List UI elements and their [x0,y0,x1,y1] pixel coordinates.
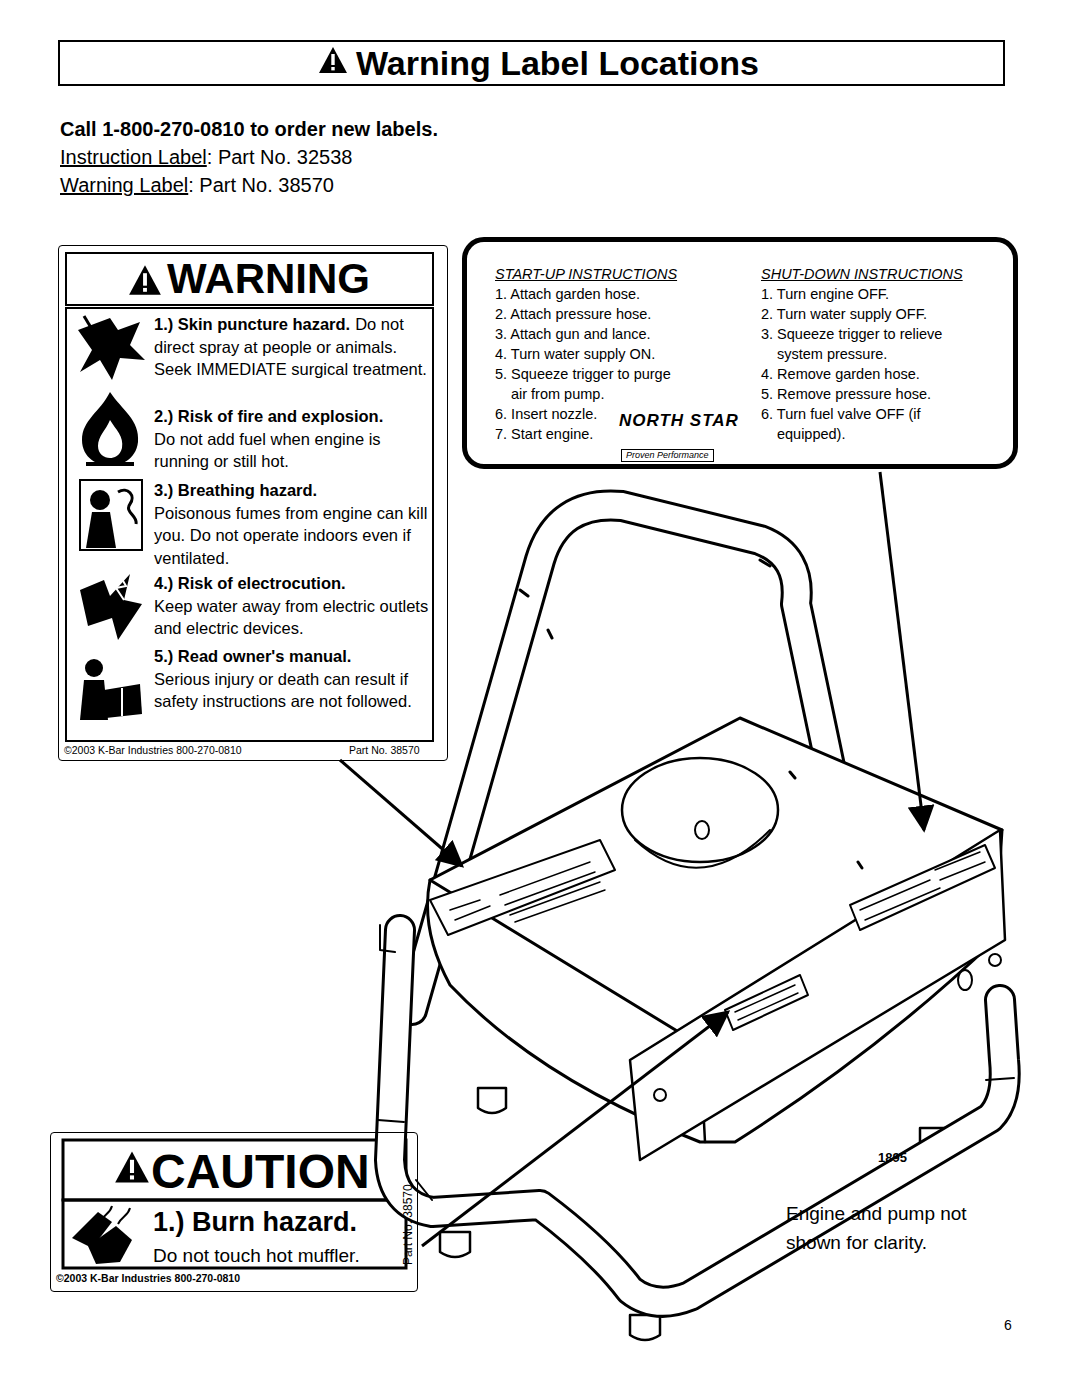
label-text: Part No. 38570 [401,1184,415,1265]
label-text: 5. Squeeze trigger to purge air from pum… [495,366,671,402]
warning-triangle [129,265,161,294]
node-text: ©2003 K-Bar Industries 800-270-0810 [64,744,242,757]
label-text: 4. Turn water supply ON. [495,346,655,362]
label-text: Call 1-800-270-0810 to order new labels. [60,118,438,140]
burn-icon [72,1206,132,1264]
node-text: 4. Remove garden hose. [761,364,1001,384]
warning-label-frame [66,253,433,741]
node-text: 6. Insert nozzle. [495,404,617,424]
label-text: ©2003 K-Bar Industries 800-270-0810 [64,744,242,756]
label-text: WARNING [167,255,370,302]
label-text: Poisonous fumes from engine can kill you… [154,502,433,570]
node-text: SHUT-DOWN INSTRUCTIONS [761,264,963,284]
label-text: 5.) Read owner's manual. [154,645,433,668]
leader-arrows [340,472,924,1246]
page-label: 1895 [878,1150,907,1166]
label-text: Do not add fuel when engine is running o… [154,428,433,473]
node-text: 6. Turn fuel valve OFF (if equipped). [761,404,959,444]
label-text: Warning Label Locations [356,44,759,82]
node-text: 2. Attach pressure hose. [495,304,715,324]
node-text: 2.) Risk of fire and explosion.Do not ad… [154,405,433,473]
label-text: : Part No. 32538 [207,146,353,168]
node-text: START-UP INSTRUCTIONS [495,264,677,284]
label-text: 1.) Skin puncture hazard. [154,315,350,333]
label-text: NORTH STAR [619,411,739,430]
node-text: 1. Attach garden hose. [495,284,715,304]
node-text: Do not touch hot muffler. [153,1245,360,1267]
node-text: 7. Start engine. [495,424,617,444]
label-text: 4.) Risk of electrocution. [154,572,433,595]
hazard-icons [78,316,145,720]
node-text: 5.) Read owner's manual.Serious injury o… [154,645,433,713]
node-text: 1.) Skin puncture hazard.Do not direct s… [154,313,433,381]
page-label: Call 1-800-270-0810 to order new labels. [60,116,438,142]
label-text: Do not touch hot muffler. [153,1245,360,1266]
node-text: WARNING [167,253,370,305]
label-text: 6. Turn fuel valve OFF (if equipped). [761,406,921,442]
label-text: 1.) Burn hazard. [153,1207,357,1237]
node-text: 3.) Breathing hazard.Poisonous fumes fro… [154,479,433,569]
label-text: 7. Start engine. [495,426,593,442]
warning-triangle [319,47,347,73]
node-text: 2. Turn water supply OFF. [761,304,1001,324]
label-text: CAUTION [151,1145,370,1198]
node-text: NORTH STAR [619,409,739,433]
node-text: 1. Turn engine OFF. [761,284,1001,304]
page-label: Instruction Label: Part No. 32538 [60,144,352,170]
label-text: Part No. 38570 [349,744,420,756]
label-text: Warning Label [60,174,188,196]
label-text: START-UP INSTRUCTIONS [495,266,677,282]
label-text: 3.) Breathing hazard. [154,479,433,502]
node-text: CAUTION [151,1143,370,1201]
label-text: 3. Squeeze trigger to relieve system pre… [761,326,942,362]
label-text: : Part No. 38570 [188,174,334,196]
label-text: Engine and pump not shown for clarity. [786,1203,967,1253]
node-text: 5. Squeeze trigger to purge air from pum… [495,364,673,404]
label-text: 3. Attach gun and lance. [495,326,651,342]
label-text: 2.) Risk of fire and explosion. [154,405,433,428]
node-text: Part No. 38570 [349,744,420,757]
instruction-label: START-UP INSTRUCTIONS 1. Attach garden ho… [462,237,1018,469]
label-text: SHUT-DOWN INSTRUCTIONS [761,266,963,282]
node-text: 4. Turn water supply ON. [495,344,715,364]
label-text: 2. Attach pressure hose. [495,306,651,322]
warning-label: WARNING 1.) Skin puncture hazard.Do not d… [58,245,448,761]
node-text: 4.) Risk of electrocution.Keep water awa… [154,572,433,640]
label-text: Serious injury or death can result if sa… [154,668,433,713]
label-text: 4. Remove garden hose. [761,366,920,382]
label-text: 1. Attach garden hose. [495,286,640,302]
page-label: Warning Label: Part No. 38570 [60,172,334,198]
page-label: Engine and pump not shown for clarity. [786,1199,1004,1257]
pressure-washer-frame [378,505,1014,1340]
label-text: 6. Insert nozzle. [495,406,597,422]
title-box: Warning Label Locations [58,40,1005,86]
label-text: ©2003 K-Bar Industries 800-270-0810 [56,1272,240,1284]
label-text: 1895 [878,1150,907,1165]
caution-label: CAUTION 1.) Burn hazard. Do not touch hot … [50,1132,418,1292]
node-text: ©2003 K-Bar Industries 800-270-0810 [56,1272,240,1285]
label-text: Keep water away from electric outlets an… [154,595,433,640]
node-text: 1.) Burn hazard. [153,1205,357,1239]
label-text: 2. Turn water supply OFF. [761,306,927,322]
label-text: 5. Remove pressure hose. [761,386,931,402]
node-text: Proven Performance [621,449,714,462]
node-text: 3. Attach gun and lance. [495,324,715,344]
node-text: 3. Squeeze trigger to relieve system pre… [761,324,953,364]
label-text: Proven Performance [626,450,709,460]
node-text: Part No. 38570 [400,1184,416,1265]
node-text: 5. Remove pressure hose. [761,384,1001,404]
page-label: 6 [1004,1316,1012,1334]
label-text: 6 [1004,1317,1012,1333]
label-text: Instruction Label [60,146,207,168]
caution-label-frame [63,1140,406,1268]
caution-triangle [115,1151,149,1182]
node-text: Warning Label Locations [356,44,759,82]
label-text: 1. Turn engine OFF. [761,286,889,302]
